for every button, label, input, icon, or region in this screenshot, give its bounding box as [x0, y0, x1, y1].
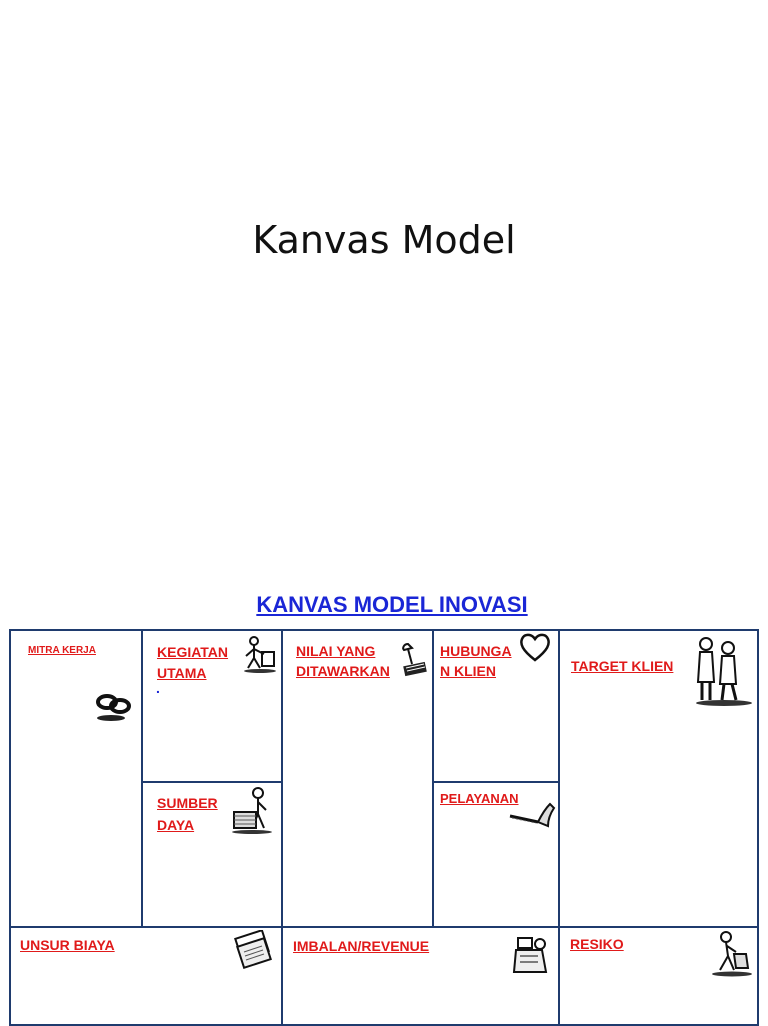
telephone-icon: [509, 802, 556, 828]
kegiatan-bullet: .: [156, 680, 160, 696]
label-hubungan-line1: HUBUNGA: [440, 643, 512, 659]
heart-icon: [520, 633, 550, 662]
label-sumber-daya-line2: DAYA: [157, 817, 195, 833]
label-unsur-biaya: UNSUR BIAYA: [20, 937, 115, 953]
label-kegiatan-utama-line1: KEGIATAN: [157, 644, 229, 660]
slide-title: Kanvas Model: [252, 218, 516, 262]
cash-register-icon: [512, 937, 548, 973]
label-target-klien: TARGET KLIEN: [571, 658, 674, 674]
canvas-heading: KANVAS MODEL INOVASI: [256, 592, 528, 617]
papers-icon: [234, 930, 272, 970]
block-imbalan-revenue: [281, 926, 560, 1026]
label-hubungan-line2: N KLIEN: [440, 663, 496, 679]
person-working-icon: [244, 636, 276, 673]
label-pelayanan: PELAYANAN: [440, 791, 519, 806]
chain-links-icon: [96, 694, 131, 721]
desk-lamp-icon: [402, 642, 427, 677]
label-nilai-line2: DITAWARKAN: [296, 663, 390, 679]
person-lifting-icon: [712, 931, 752, 977]
block-hubungan-klien: [432, 629, 560, 783]
two-people-icon: [696, 637, 752, 706]
label-kegiatan-utama-line2: UTAMA: [157, 665, 207, 681]
label-sumber-daya-line1: SUMBER: [157, 795, 218, 811]
label-imbalan-revenue: IMBALAN/REVENUE: [293, 938, 430, 954]
block-pelayanan: [432, 781, 560, 928]
block-nilai-ditawarkan: [281, 629, 434, 928]
block-target-klien: [558, 629, 759, 928]
block-mitra-kerja: [9, 629, 143, 928]
person-carrying-box-icon: [232, 787, 272, 834]
label-mitra-kerja: MITRA KERJA: [28, 645, 96, 656]
label-nilai-line1: NILAI YANG: [296, 643, 376, 659]
label-resiko: RESIKO: [570, 936, 624, 952]
